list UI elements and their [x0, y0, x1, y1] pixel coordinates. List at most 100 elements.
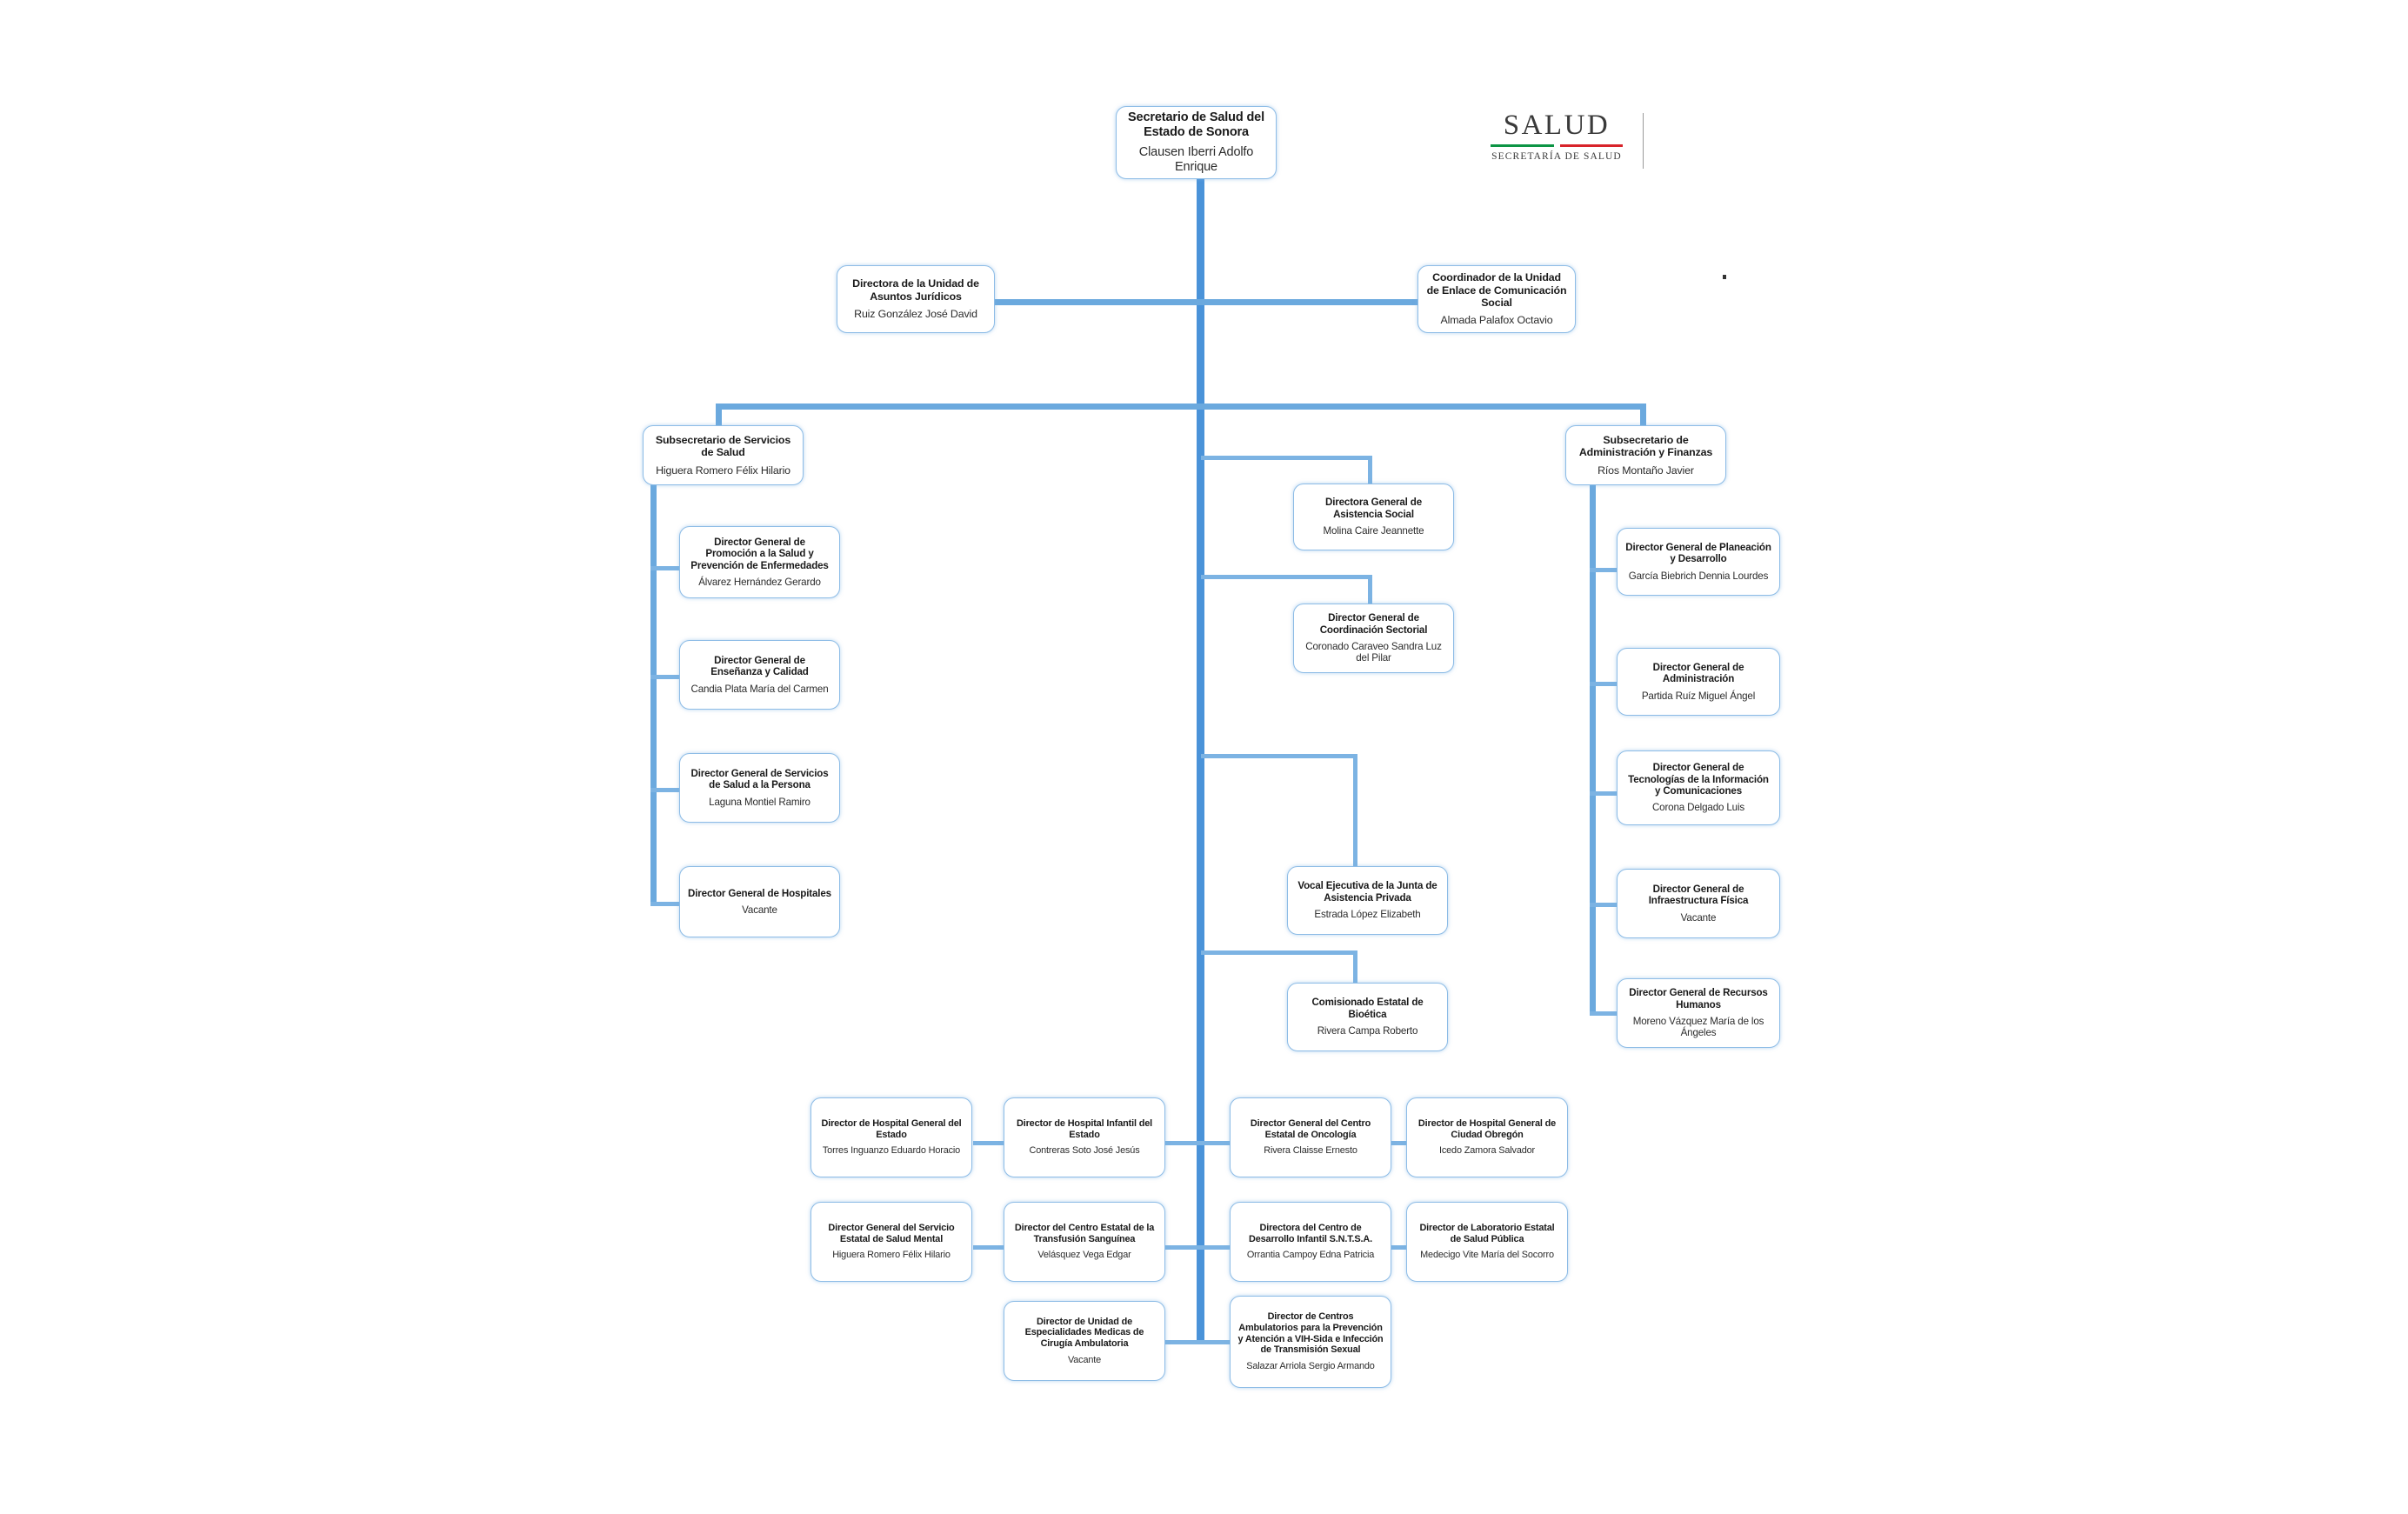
node-administracion[interactable]: Director General de Administración Parti… — [1617, 648, 1780, 716]
node-title: Vocal Ejecutiva de la Junta de Asistenci… — [1297, 880, 1437, 904]
node-subsecretario-administracion[interactable]: Subsecretario de Administración y Finanz… — [1565, 425, 1726, 485]
node-centro-oncologia[interactable]: Director General del Centro Estatal de O… — [1230, 1097, 1391, 1177]
node-laboratorio-salud-publica[interactable]: Director de Laboratorio Estatal de Salud… — [1406, 1202, 1568, 1282]
node-title: Director de Hospital General de Ciudad O… — [1417, 1118, 1557, 1140]
node-title: Director General del Centro Estatal de O… — [1250, 1118, 1371, 1140]
node-secretario[interactable]: Secretario de Salud del Estado de Sonora… — [1116, 106, 1277, 179]
logo-wordmark: SALUD — [1503, 110, 1611, 141]
node-title: Coordinador de la Unidad de Enlace de Co… — [1426, 271, 1567, 309]
logo-bar-red — [1559, 144, 1623, 147]
node-title: Director de Centros Ambulatorios para la… — [1237, 1311, 1384, 1356]
connector-mid-tap-2 — [1201, 575, 1372, 579]
connector-mid-drop-1 — [1368, 456, 1372, 484]
node-hospitales[interactable]: Director General de Hospitales Vacante — [679, 866, 840, 937]
node-centros-ambulatorios-vih[interactable]: Director de Centros Ambulatorios para la… — [1230, 1296, 1391, 1388]
node-transfusion-sanguinea[interactable]: Director del Centro Estatal de la Transf… — [1004, 1202, 1165, 1282]
node-person: Rivera Campa Roberto — [1317, 1025, 1418, 1037]
node-title: Director General de Planeación y Desarro… — [1625, 541, 1771, 565]
connector-bottom-row3 — [1159, 1340, 1234, 1344]
node-asistencia-social[interactable]: Directora General de Asistencia Social M… — [1293, 484, 1454, 550]
connector-bottom-row1-center — [1159, 1141, 1234, 1145]
node-person: Estrada López Elizabeth — [1314, 909, 1421, 921]
node-title: Director de Laboratorio Estatal de Salud… — [1419, 1223, 1555, 1244]
node-title: Director General de Infraestructura Físi… — [1648, 883, 1749, 907]
node-comunicacion-social[interactable]: Coordinador de la Unidad de Enlace de Co… — [1417, 265, 1576, 333]
node-person: Almada Palafox Octavio — [1440, 314, 1553, 327]
connector-right-stub-5 — [1590, 1011, 1623, 1016]
connector-left-branch-spine — [650, 480, 657, 906]
node-title: Directora de la Unidad de Asuntos Jurídi… — [852, 277, 979, 303]
node-coordinacion-sectorial[interactable]: Director General de Coordinación Sectori… — [1293, 604, 1454, 673]
node-title: Director de Hospital Infantil del Estado — [1016, 1118, 1152, 1140]
node-person: Moreno Vázquez María de los Ángeles — [1632, 1016, 1764, 1039]
connector-right-stub-1 — [1590, 568, 1623, 572]
stray-dot-artifact — [1723, 275, 1726, 279]
node-person: Coronado Caraveo Sandra Luz del Pilar — [1305, 641, 1442, 664]
connector-left-stub-1 — [650, 566, 682, 570]
node-cirugia-ambulatoria[interactable]: Director de Unidad de Especialidades Med… — [1004, 1301, 1165, 1381]
node-title: Subsecretario de Servicios de Salud — [655, 433, 791, 459]
node-bioetica[interactable]: Comisionado Estatal de Bioética Rivera C… — [1287, 983, 1448, 1051]
connector-mid-tap-1 — [1201, 456, 1372, 460]
node-title: Directora del Centro de Desarrollo Infan… — [1249, 1223, 1372, 1244]
node-title: Director General de Tecnologías de la In… — [1628, 762, 1769, 797]
node-person: Orrantia Campoy Edna Patricia — [1246, 1250, 1375, 1261]
node-title: Director General de Recursos Humanos — [1629, 987, 1768, 1010]
node-person: Laguna Montiel Ramiro — [709, 796, 810, 808]
node-subsecretario-servicios[interactable]: Subsecretario de Servicios de Salud Higu… — [643, 425, 804, 485]
connector-main-spine — [1197, 178, 1204, 1342]
node-salud-mental[interactable]: Director General del Servicio Estatal de… — [810, 1202, 972, 1282]
connector-right-stub-2 — [1590, 682, 1623, 686]
node-person: Vacante — [1680, 911, 1717, 924]
connector-mid-drop-3 — [1353, 754, 1357, 866]
node-promocion-salud[interactable]: Director General de Promoción a la Salud… — [679, 526, 840, 598]
node-hospital-infantil-estado[interactable]: Director de Hospital Infantil del Estado… — [1004, 1097, 1165, 1177]
node-title: Directora General de Asistencia Social — [1324, 497, 1423, 520]
node-title: Director General de Hospitales — [688, 887, 831, 899]
node-person: Higuera Romero Félix Hilario — [832, 1250, 951, 1261]
node-ensenanza-calidad[interactable]: Director General de Enseñanza y Calidad … — [679, 640, 840, 710]
node-person: Velásquez Vega Edgar — [1037, 1250, 1131, 1261]
node-person: Higuera Romero Félix Hilario — [656, 464, 790, 477]
node-person: Icedo Zamora Salvador — [1438, 1145, 1536, 1157]
node-title: Comisionado Estatal de Bioética — [1311, 997, 1424, 1020]
node-person: Ruiz González José David — [854, 308, 977, 321]
connector-drop-left-subsecretario — [716, 404, 722, 430]
node-title: Subsecretario de Administración y Finanz… — [1578, 433, 1713, 459]
node-person: Salazar Arriola Sergio Armando — [1246, 1360, 1375, 1371]
node-person: Ríos Montaño Javier — [1598, 464, 1694, 477]
node-person: Molina Caire Jeannette — [1323, 525, 1424, 537]
connector-right-stub-3 — [1590, 791, 1623, 796]
node-planeacion-desarrollo[interactable]: Director General de Planeación y Desarro… — [1617, 528, 1780, 596]
node-junta-asistencia-privada[interactable]: Vocal Ejecutiva de la Junta de Asistenci… — [1287, 866, 1448, 935]
node-hospital-ciudad-obregon[interactable]: Director de Hospital General de Ciudad O… — [1406, 1097, 1568, 1177]
node-person: Candia Plata María del Carmen — [690, 683, 829, 695]
logo-subtitle: SECRETARÍA DE SALUD — [1491, 151, 1622, 162]
node-servicios-persona[interactable]: Director General de Servicios de Salud a… — [679, 753, 840, 823]
node-hospital-general-estado[interactable]: Director de Hospital General del Estado … — [810, 1097, 972, 1177]
connector-mid-drop-2 — [1368, 575, 1372, 604]
node-infraestructura-fisica[interactable]: Director General de Infraestructura Físi… — [1617, 869, 1780, 938]
node-title: Director de Hospital General del Estado — [821, 1118, 962, 1140]
node-title: Director General de Enseñanza y Calidad — [710, 654, 809, 678]
node-title: Secretario de Salud del Estado de Sonora — [1128, 110, 1264, 140]
connector-left-stub-4 — [650, 902, 682, 906]
node-title: Director General de Promoción a la Salud… — [690, 536, 829, 571]
node-tecnologias-informacion[interactable]: Director General de Tecnologías de la In… — [1617, 750, 1780, 825]
node-title: Director General de Servicios de Salud a… — [690, 767, 829, 791]
node-person: Corona Delgado Luis — [1651, 802, 1745, 814]
node-person: Álvarez Hernández Gerardo — [698, 576, 821, 588]
node-person: Medecigo Vite María del Socorro — [1420, 1250, 1554, 1261]
connector-mid-tap-3 — [1201, 754, 1357, 758]
node-person: Contreras Soto José Jesús — [1029, 1145, 1140, 1157]
node-desarrollo-infantil[interactable]: Directora del Centro de Desarrollo Infan… — [1230, 1202, 1391, 1282]
node-recursos-humanos[interactable]: Director General de Recursos Humanos Mor… — [1617, 978, 1780, 1048]
connector-bottom-row2-center — [1159, 1245, 1234, 1250]
node-asuntos-juridicos[interactable]: Directora de la Unidad de Asuntos Jurídi… — [837, 265, 995, 333]
node-person: Torres Inguanzo Eduardo Horacio — [822, 1145, 961, 1157]
connector-subsecretarios-bus — [716, 404, 1646, 410]
node-person: García Biebrich Dennia Lourdes — [1628, 570, 1769, 582]
connector-staff-row — [990, 299, 1550, 305]
node-title: Director del Centro Estatal de la Transf… — [1014, 1223, 1155, 1244]
connector-left-stub-2 — [650, 675, 682, 679]
